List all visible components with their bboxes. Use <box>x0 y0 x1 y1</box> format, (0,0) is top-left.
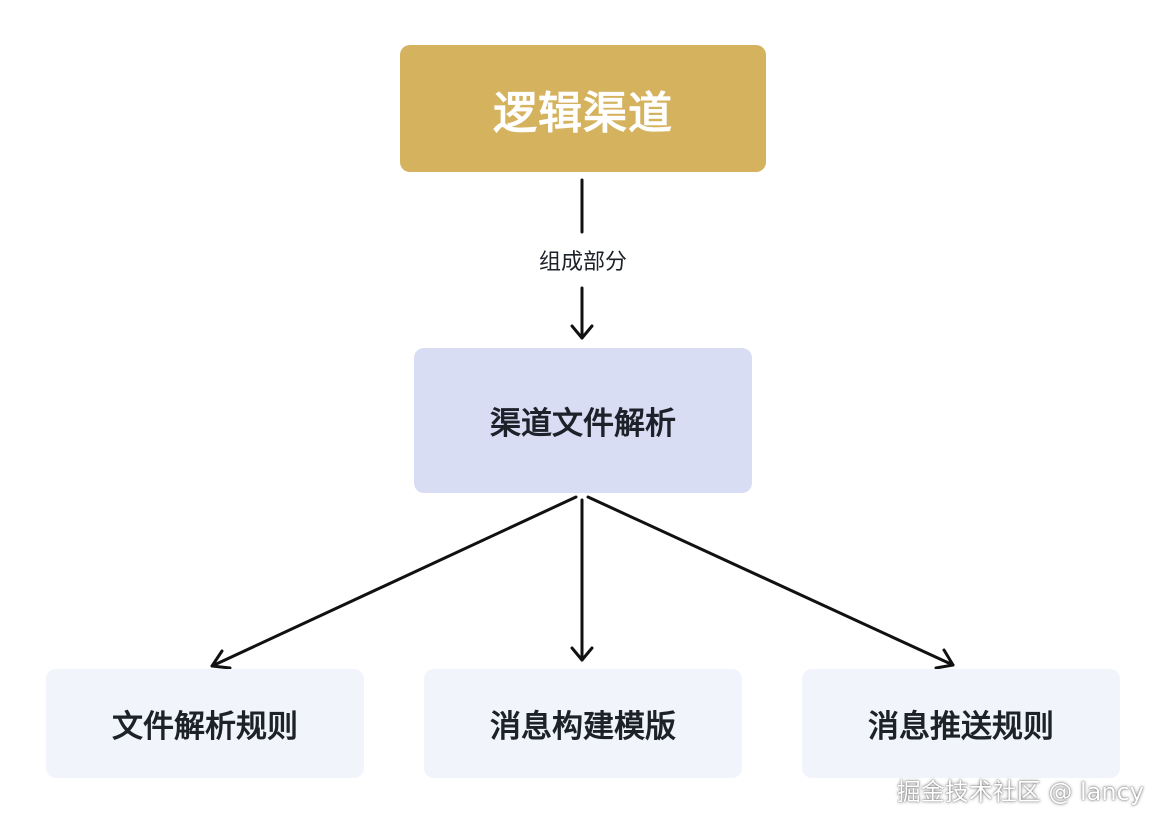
watermark: 掘金技术社区 @ lancy <box>896 778 1144 806</box>
leaf-node-file-parsing-rules: 文件解析规则 <box>46 669 364 778</box>
connector-middle-leaf-1 <box>210 495 578 668</box>
middle-node-label: 渠道文件解析 <box>490 406 676 442</box>
arrowhead-middle <box>570 324 594 340</box>
root-node-label: 逻辑渠道 <box>493 87 673 139</box>
root-node-logic-channel: 逻辑渠道 <box>400 45 766 172</box>
leaf-node-label: 消息构建模版 <box>490 709 676 745</box>
leaf-node-label: 文件解析规则 <box>112 709 298 745</box>
arrowhead-leaf-3 <box>934 648 955 670</box>
connector-middle-leaf-3 <box>586 495 955 667</box>
arrowhead-leaf-1 <box>210 649 232 670</box>
edge-label-components: 组成部分 <box>520 246 646 280</box>
leaf-node-message-template: 消息构建模版 <box>424 669 742 778</box>
node-channel-file-parsing: 渠道文件解析 <box>414 348 752 493</box>
leaf-node-label: 消息推送规则 <box>868 709 1054 745</box>
leaf-node-message-push-rules: 消息推送规则 <box>802 669 1120 778</box>
arrowhead-leaf-2 <box>570 646 594 662</box>
